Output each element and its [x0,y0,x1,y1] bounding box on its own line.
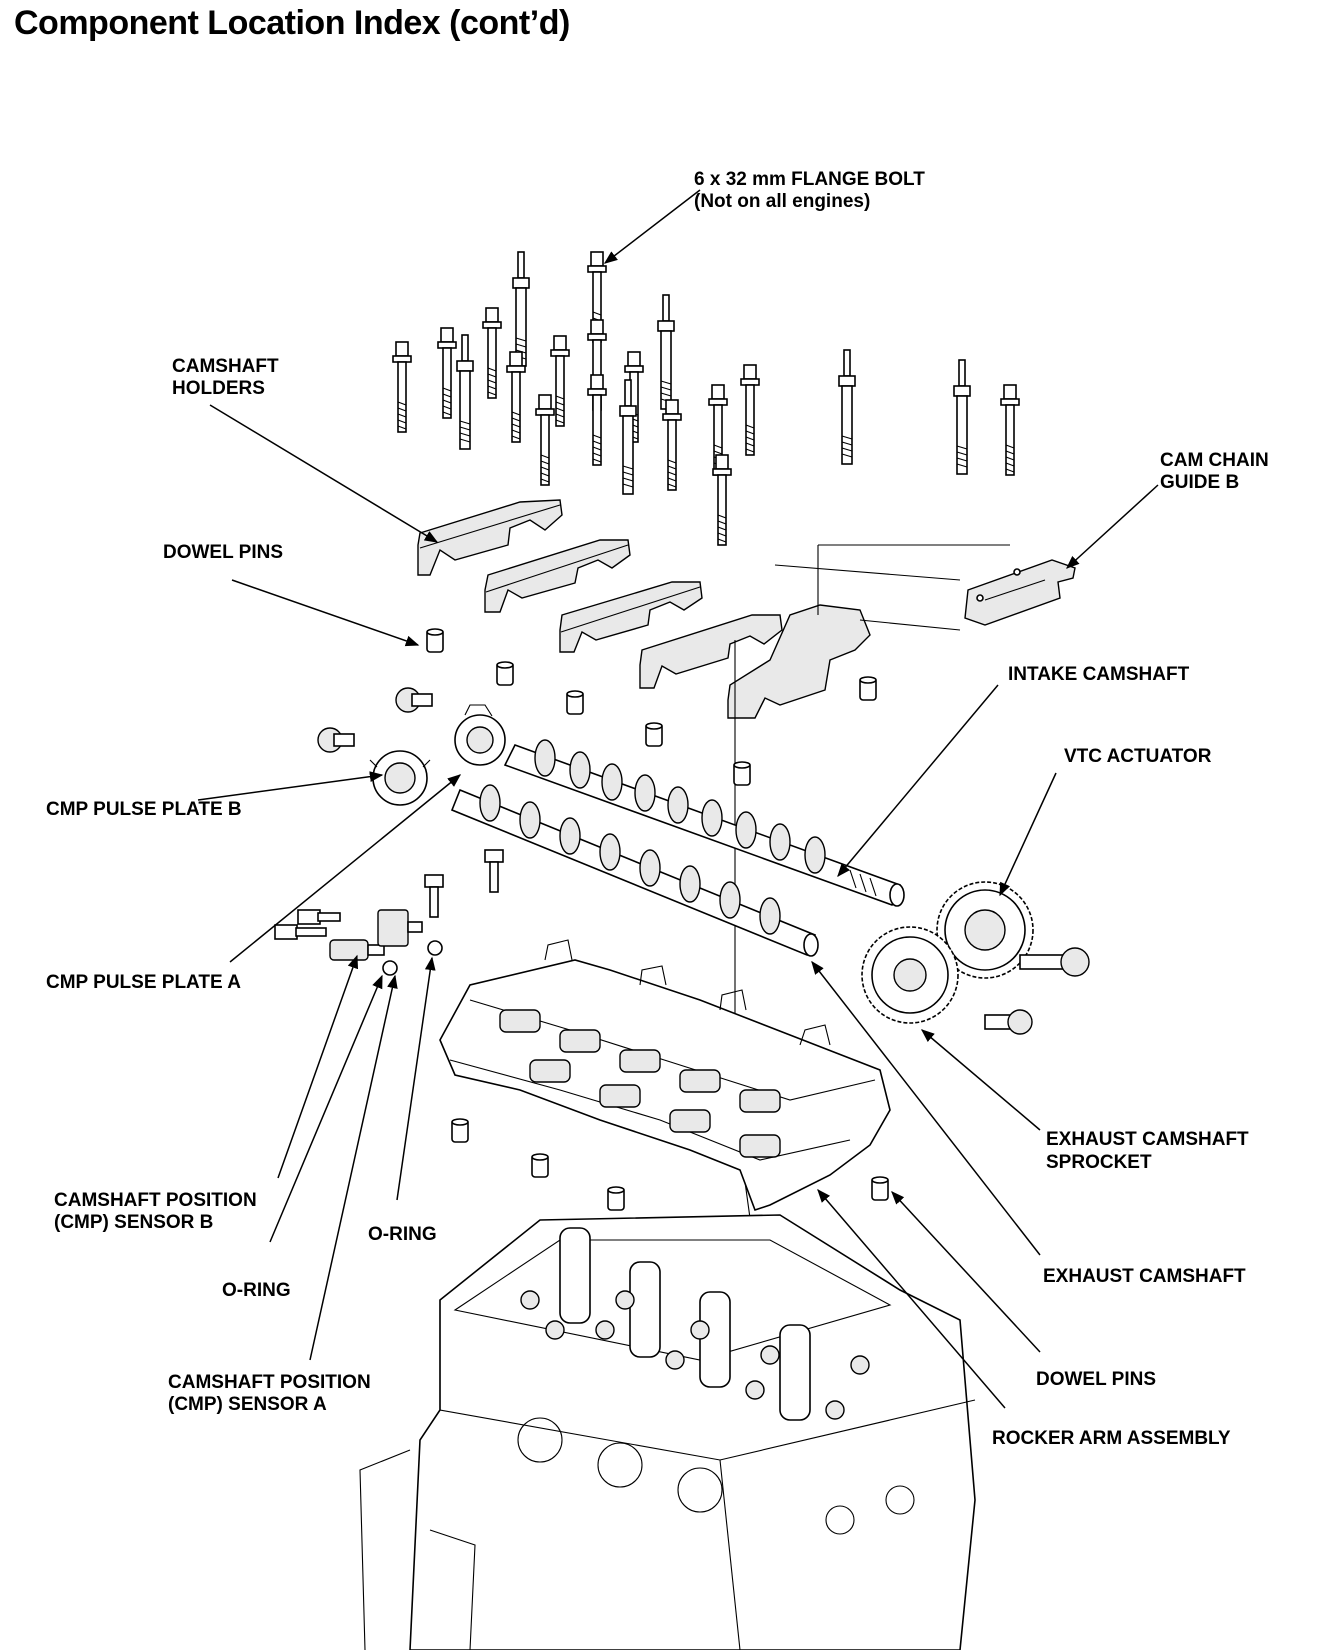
flange-bolt-note: (Not on all engines) [694,191,870,212]
cmp-sensor-a-label: CAMSHAFT POSITION [168,1372,371,1393]
vtc-actuator-label: VTC ACTUATOR [1064,746,1212,767]
cmp-sensor-b-label-line2: (CMP) SENSOR B [54,1212,213,1233]
exhaust-camshaft-label: EXHAUST CAMSHAFT [1043,1266,1246,1287]
dowel-pins-top-label: DOWEL PINS [163,542,283,563]
cmp-pulse-plate-a-part [454,704,506,766]
cmp-sensor-a-label-line2: (CMP) SENSOR A [168,1394,327,1415]
flange-bolt-label: 6 x 32 mm FLANGE BOLT [694,169,925,190]
callout-labels: 6 x 32 mm FLANGE BOLT (Not on all engine… [46,169,1269,1449]
exhaust-camshaft-part [450,784,819,957]
intake-camshaft-label: INTAKE CAMSHAFT [1008,664,1190,685]
exhaust-sprocket-label: EXHAUST CAMSHAFT [1046,1129,1249,1150]
o-ring-upper-label: O-RING [368,1224,437,1245]
cmp-pulse-plate-b-part [369,750,431,806]
cam-chain-guide-label: CAM CHAIN [1160,450,1269,471]
cylinder-head-part [359,1214,976,1650]
cmp-sensor-b-label: CAMSHAFT POSITION [54,1190,257,1211]
exhaust-sprocket-label-line2: SPROCKET [1046,1152,1152,1173]
cmp-pulse-plate-a-label: CMP PULSE PLATE A [46,972,241,993]
cam-chain-guide-label-line2: GUIDE B [1160,472,1239,493]
cmp-pulse-plate-b-label: CMP PULSE PLATE B [46,799,242,820]
vtc-actuator-part [936,881,1090,979]
camshaft-holders-label: CAMSHAFT [172,356,279,377]
o-ring-lower-label: O-RING [222,1280,291,1301]
cmp-sensors-part [274,849,504,976]
leader-lines [197,189,1159,1409]
camshaft-holders [417,499,871,719]
intake-camshaft-part [503,739,905,907]
camshaft-holders-label-line2: HOLDERS [172,378,265,399]
bolt-plate-b [317,687,433,753]
camshaft-holder-bolts [392,251,1020,546]
rocker-arm-assembly-label: ROCKER ARM ASSEMBLY [992,1428,1231,1449]
rocker-arm-assembly-part [439,939,891,1212]
dowel-pins-bottom-label: DOWEL PINS [1036,1369,1156,1390]
page-title: Component Location Index (cont’d) [14,4,570,42]
cam-chain-guide-b [964,559,1076,626]
exhaust-camshaft-sprocket-part [861,926,1033,1035]
